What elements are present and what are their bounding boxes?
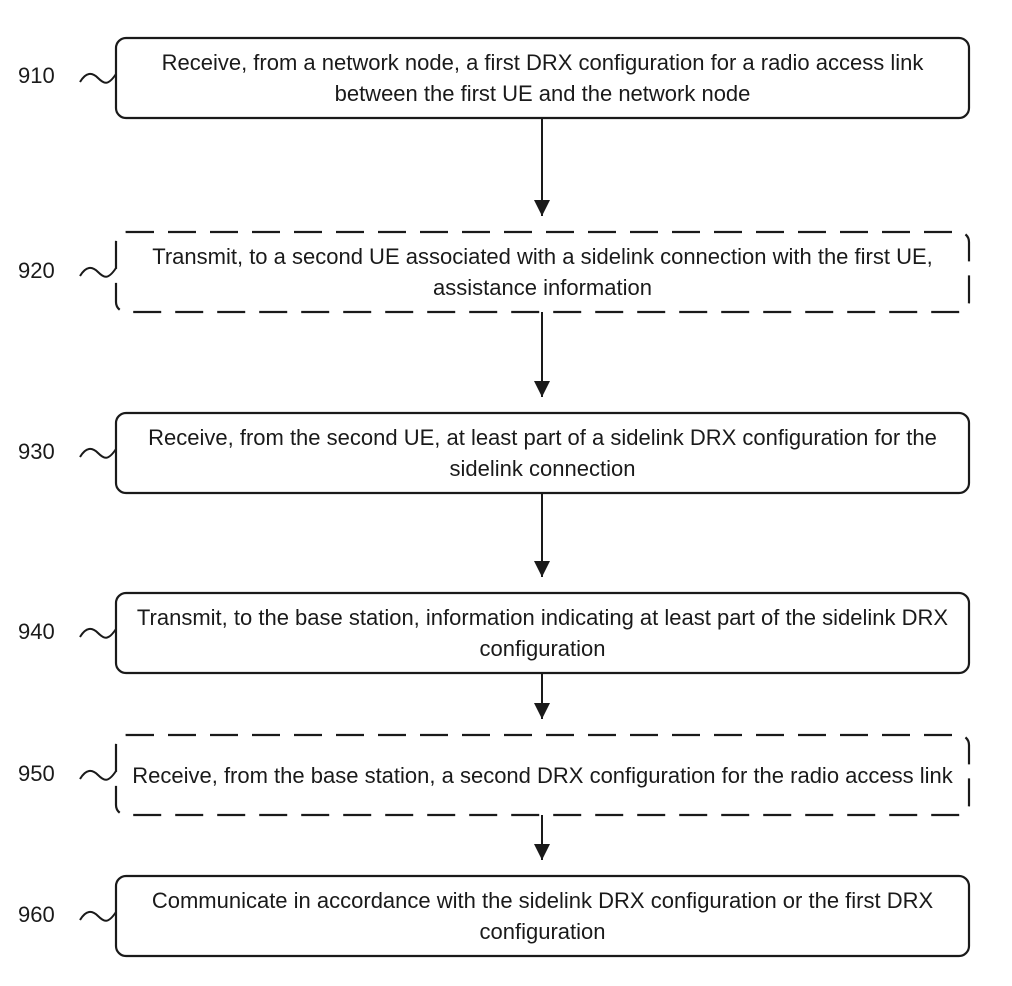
step-box-950: Receive, from the base station, a second…	[132, 762, 953, 788]
squiggle-940	[79, 627, 117, 639]
step-box-920: Transmit, to a second UE associated with…	[152, 244, 933, 300]
squiggle-920	[79, 266, 117, 278]
squiggle-950	[79, 769, 117, 781]
step-label-920: 920	[18, 258, 55, 283]
step-label-910: 910	[18, 63, 55, 88]
step-border-960	[114, 874, 971, 958]
squiggle-910	[79, 72, 117, 84]
squiggle-960	[79, 910, 117, 922]
step-label-940: 940	[18, 619, 55, 644]
step-box-960: Communicate in accordance with the sidel…	[151, 888, 934, 944]
step-label-930: 930	[18, 439, 55, 464]
step-box-930: Receive, from the second UE, at least pa…	[148, 425, 937, 481]
step-label-950: 950	[18, 761, 55, 786]
squiggle-930	[79, 447, 117, 459]
step-label-960: 960	[18, 902, 55, 927]
step-box-940: Transmit, to the base station, informati…	[136, 605, 949, 661]
step-box-910: Receive, from a network node, a first DR…	[161, 50, 924, 106]
